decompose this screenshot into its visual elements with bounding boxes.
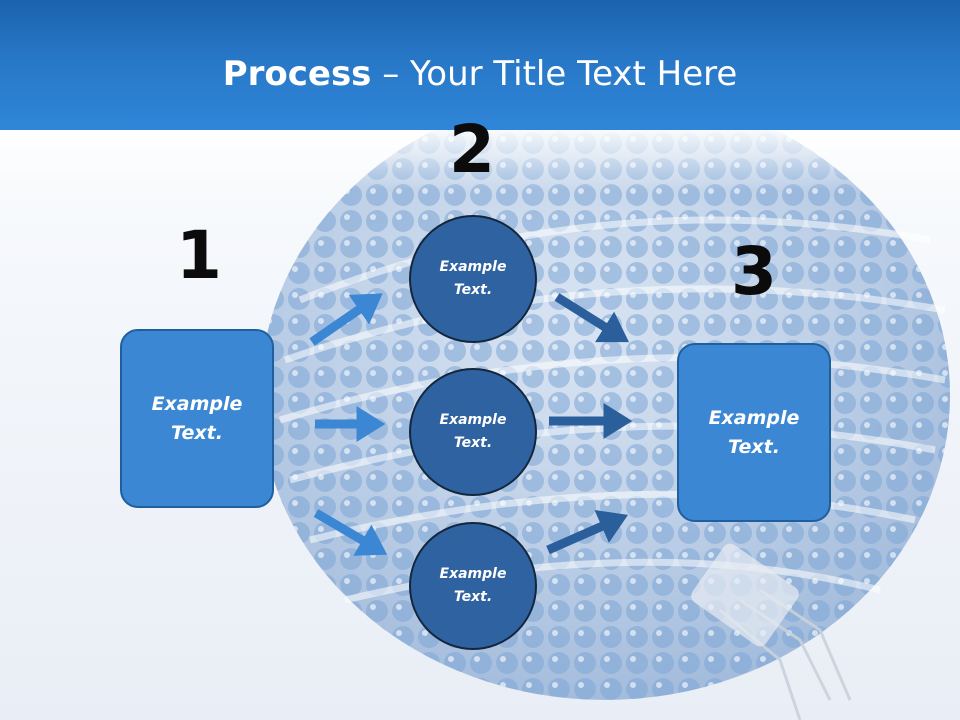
step-circle-bottom-text: Example Text. [439, 566, 507, 605]
step-box-right-text: Example Text. [708, 406, 800, 458]
slide-title: Process – Your Title Text Here [0, 52, 960, 96]
step-circle-top: Example Text. [409, 215, 537, 343]
step-number-1: 1 [176, 217, 222, 294]
step-number-2: 2 [449, 111, 495, 188]
title-bar-fade [0, 130, 960, 190]
title-bold: Process [222, 54, 372, 94]
step-box-left: Example Text. [120, 329, 274, 508]
step-circle-top-text: Example Text. [439, 259, 507, 298]
title-bar [0, 0, 960, 130]
title-rest: – Your Title Text Here [371, 54, 738, 94]
step-box-right: Example Text. [677, 343, 831, 522]
step-number-3: 3 [731, 233, 777, 310]
step-circle-middle: Example Text. [409, 368, 537, 496]
step-box-left-text: Example Text. [151, 392, 243, 444]
step-circle-bottom: Example Text. [409, 522, 537, 650]
step-circle-middle-text: Example Text. [439, 412, 507, 451]
